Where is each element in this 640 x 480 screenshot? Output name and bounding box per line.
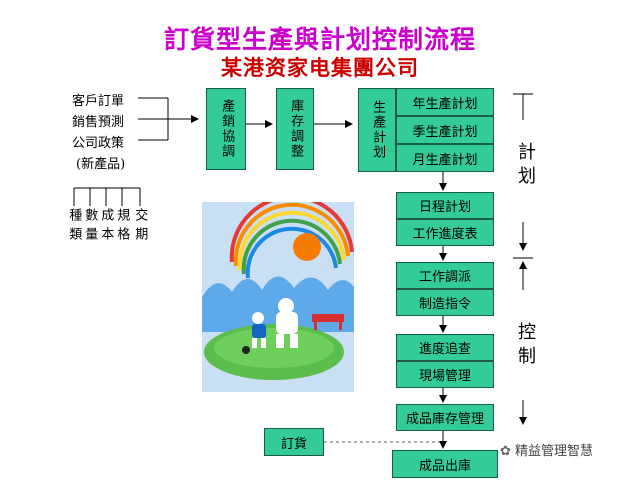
- watermark: ✿ 精益管理智慧: [500, 440, 593, 459]
- illustration-image: [202, 202, 354, 392]
- input-new-product: (新產品): [76, 157, 126, 172]
- sub-input-type: 種類: [66, 208, 82, 246]
- finished-goods-out-box: 成品出庫: [392, 450, 498, 478]
- production-plan-box: 生產計划: [358, 88, 396, 172]
- side-label-control: 控制: [515, 322, 536, 370]
- sub-input-delivery: 交期: [132, 208, 148, 246]
- site-management-box: 現場管理: [396, 361, 494, 388]
- sun-icon: [293, 233, 321, 261]
- input-customer-order: 客戶訂單: [72, 94, 125, 109]
- work-dispatch-box: 工作調派: [396, 262, 494, 289]
- wechat-icon: ✿: [500, 444, 511, 459]
- stock-management-box: 成品庫存管理: [396, 404, 494, 431]
- sub-input-cost: 成本: [98, 208, 114, 246]
- side-label-plan: 計划: [515, 142, 536, 190]
- watermark-text: 精益管理智慧: [515, 444, 594, 459]
- daily-schedule-box: 日程計划: [396, 192, 494, 219]
- progress-table-box: 工作進度表: [396, 219, 494, 246]
- ball-icon: [242, 346, 250, 354]
- sub-input-qty: 數量: [82, 208, 98, 246]
- production-plan-label: 生產計划: [370, 100, 386, 160]
- progress-chase-box: 進度追查: [396, 334, 494, 361]
- input-sales-forecast: 銷售預測: [72, 115, 125, 130]
- page-subtitle: 某港资家电集團公司: [221, 56, 419, 80]
- inventory-adjust-label: 庫存調整: [288, 99, 304, 159]
- inventory-adjust-box: 庫存調整: [276, 88, 314, 170]
- sales-coordination-box: 產銷協調: [206, 88, 246, 170]
- sales-coordination-label: 產銷協調: [219, 99, 235, 159]
- yearly-plan-box: 年生產計划: [396, 88, 494, 116]
- monthly-plan-box: 月生產計划: [396, 144, 494, 172]
- seasonal-plan-box: 季生產計划: [396, 116, 494, 144]
- page-title: 訂貨型生產與計划控制流程: [163, 25, 476, 54]
- order-in-box: 訂貨: [264, 428, 324, 456]
- manufacturing-order-box: 制造指令: [396, 289, 494, 316]
- input-company-policy: 公司政策: [72, 136, 125, 151]
- sub-input-spec: 規格: [114, 208, 130, 246]
